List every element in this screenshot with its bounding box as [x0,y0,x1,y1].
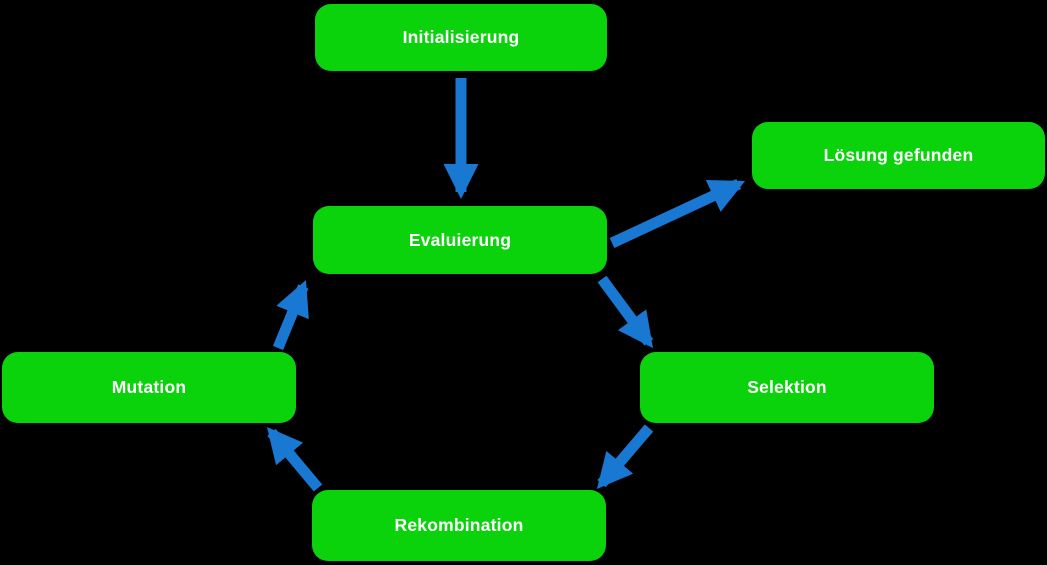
node-label: Initialisierung [402,27,520,47]
node-mutation: Mutation [2,352,296,423]
arrow-rekombination-to-mutation [266,426,323,492]
node-rekombination: Rekombination [312,490,606,561]
node-label: Mutation [111,377,187,397]
arrow-mutation-to-evaluierung [272,279,309,351]
node-label: Evaluierung [408,229,512,250]
node-label: Lösung gefunden [823,145,974,165]
node-label: Selektion [747,377,827,397]
node-selektion: Selektion [640,352,934,423]
node-label: Rekombination [394,515,524,535]
arrow-evaluierung-to-selektion [597,275,654,349]
arrow-evaluierung-to-loesung-gefunden [609,179,746,248]
arrow-selektion-to-rekombination [596,424,654,490]
node-evaluierung: Evaluierung [313,206,607,274]
node-loesung-gefunden: Lösung gefunden [752,122,1045,189]
node-initialisierung: Initialisierung [315,4,607,71]
